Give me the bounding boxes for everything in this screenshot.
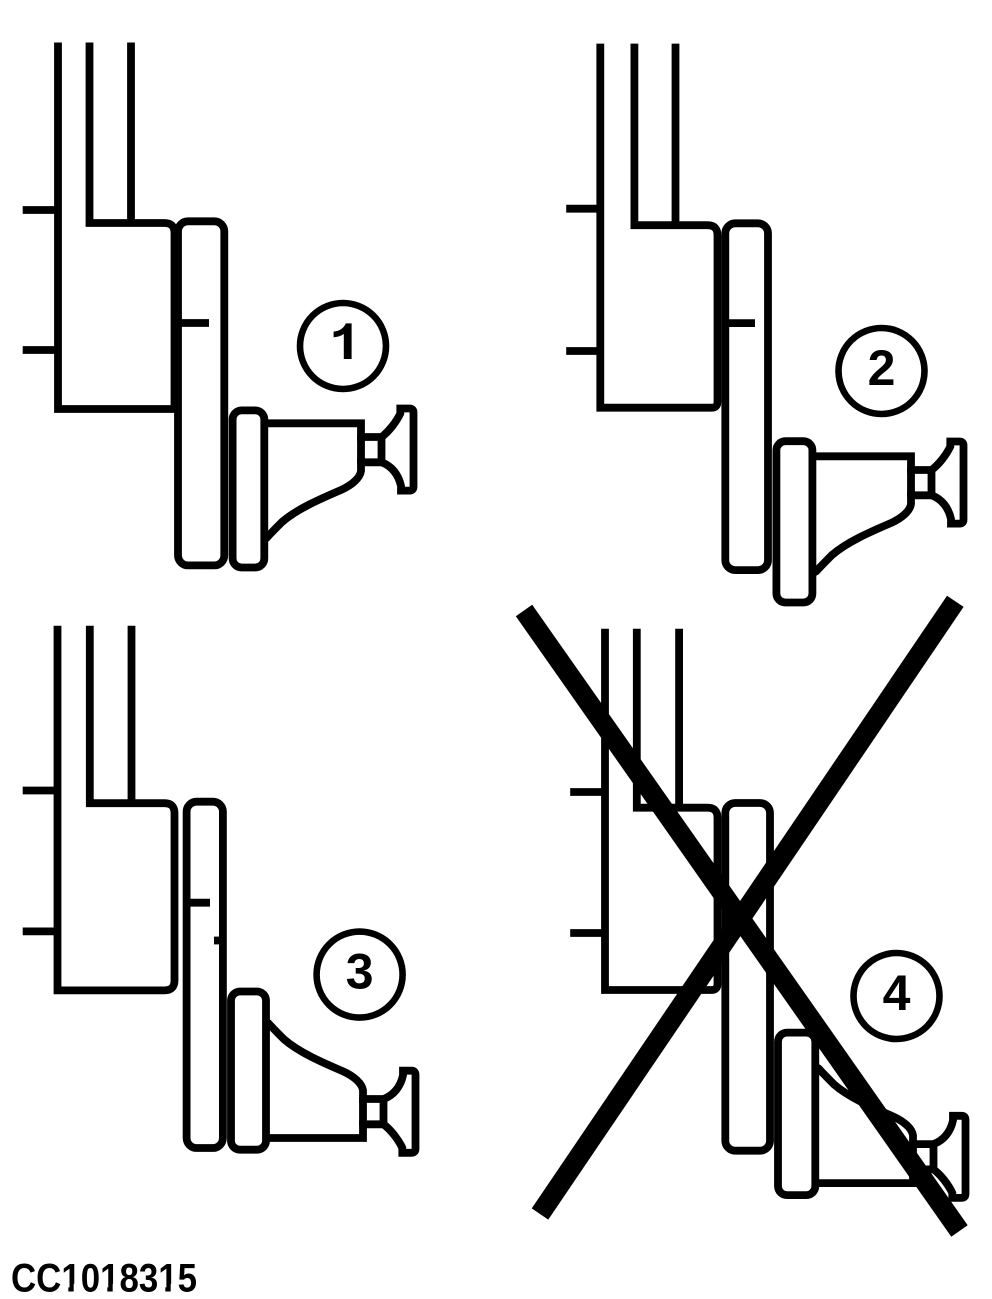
- svg-text:2: 2: [868, 340, 896, 396]
- svg-text:4: 4: [883, 965, 911, 1021]
- svg-text:3: 3: [346, 944, 374, 1000]
